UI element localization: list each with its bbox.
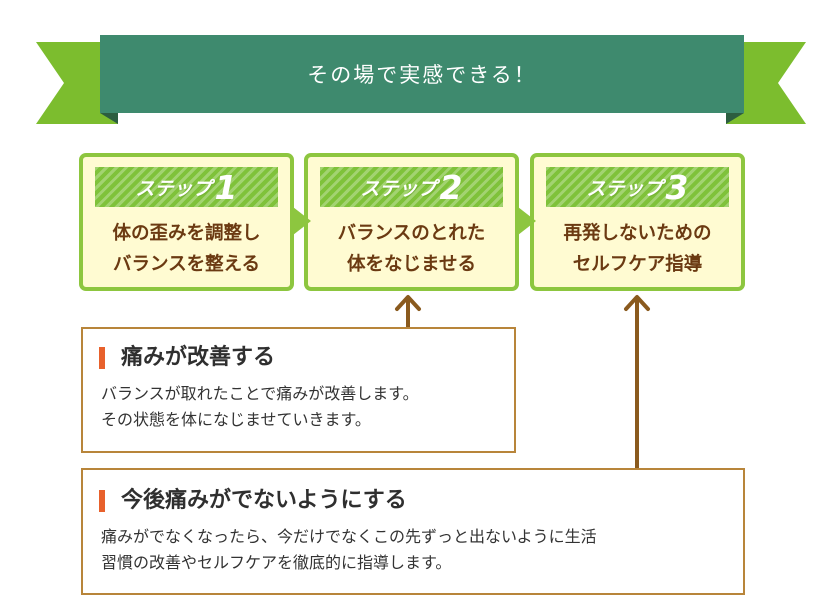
info-line: バランスが取れたことで痛みが改善します。: [101, 384, 419, 403]
step-description-3: 再発しないための セルフケア指導: [534, 218, 741, 280]
step-card-2: ステップ 2 バランスのとれた 体をなじませる: [304, 153, 519, 291]
step-header-2: ステップ 2: [320, 167, 503, 207]
accent-bar: [99, 347, 105, 369]
step-description-1: 体の歪みを調整し バランスを整える: [83, 218, 290, 280]
step-line: 体の歪みを調整し: [112, 223, 261, 244]
banner-title: その場で実感できる！: [307, 63, 537, 87]
step-card-3: ステップ 3 再発しないための セルフケア指導: [530, 153, 745, 291]
info-line: その状態を体になじませていきます。: [101, 410, 371, 429]
step-line: バランスを整える: [112, 254, 261, 275]
ribbon-band: [100, 35, 744, 113]
info-line: 痛みがでなくなったら、今だけでなくこの先ずっと出ないように生活: [101, 527, 597, 546]
chevron-right-icon: [293, 207, 311, 235]
info-title: 今後痛みがでないようにする: [121, 488, 407, 513]
chevron-right-icon: [518, 207, 536, 235]
step-line: 再発しないための: [563, 223, 712, 244]
step-label: ステップ: [586, 177, 663, 200]
info-box-improve: 痛みが改善する バランスが取れたことで痛みが改善します。 その状態を体になじませ…: [81, 327, 516, 453]
info-title: 痛みが改善する: [121, 345, 276, 370]
step-line: バランスのとれた: [337, 223, 486, 244]
step-line: 体をなじませる: [347, 254, 476, 275]
ribbon-banner: [36, 35, 806, 124]
arrow-up-icon: [395, 295, 421, 332]
step-label: ステップ: [360, 177, 437, 200]
ribbon-left-tail: [36, 42, 118, 124]
info-line: 習慣の改善やセルフケアを徹底的に指導します。: [101, 553, 452, 572]
step-description-2: バランスのとれた 体をなじませる: [308, 218, 515, 280]
accent-bar: [99, 490, 105, 512]
info-box-prevent: 今後痛みがでないようにする 痛みがでなくなったら、今だけでなくこの先ずっと出ない…: [81, 468, 745, 595]
ribbon-right-tail: [726, 42, 806, 124]
step-header-1: ステップ 1: [95, 167, 278, 207]
step-card-1: ステップ 1 体の歪みを調整し バランスを整える: [79, 153, 294, 291]
step-number: 3: [665, 167, 689, 207]
step-number: 2: [439, 167, 463, 207]
info-body: バランスが取れたことで痛みが改善します。 その状態を体になじませていきます。: [101, 381, 419, 433]
info-body: 痛みがでなくなったら、今だけでなくこの先ずっと出ないように生活 習慣の改善やセル…: [101, 524, 597, 576]
step-number: 1: [214, 167, 238, 207]
step-line: セルフケア指導: [572, 254, 703, 275]
arrow-up-icon: [624, 295, 650, 470]
step-label: ステップ: [135, 177, 212, 200]
ribbon-left-fold: [100, 113, 118, 124]
step-header-3: ステップ 3: [546, 167, 729, 207]
ribbon-right-fold: [726, 113, 744, 124]
